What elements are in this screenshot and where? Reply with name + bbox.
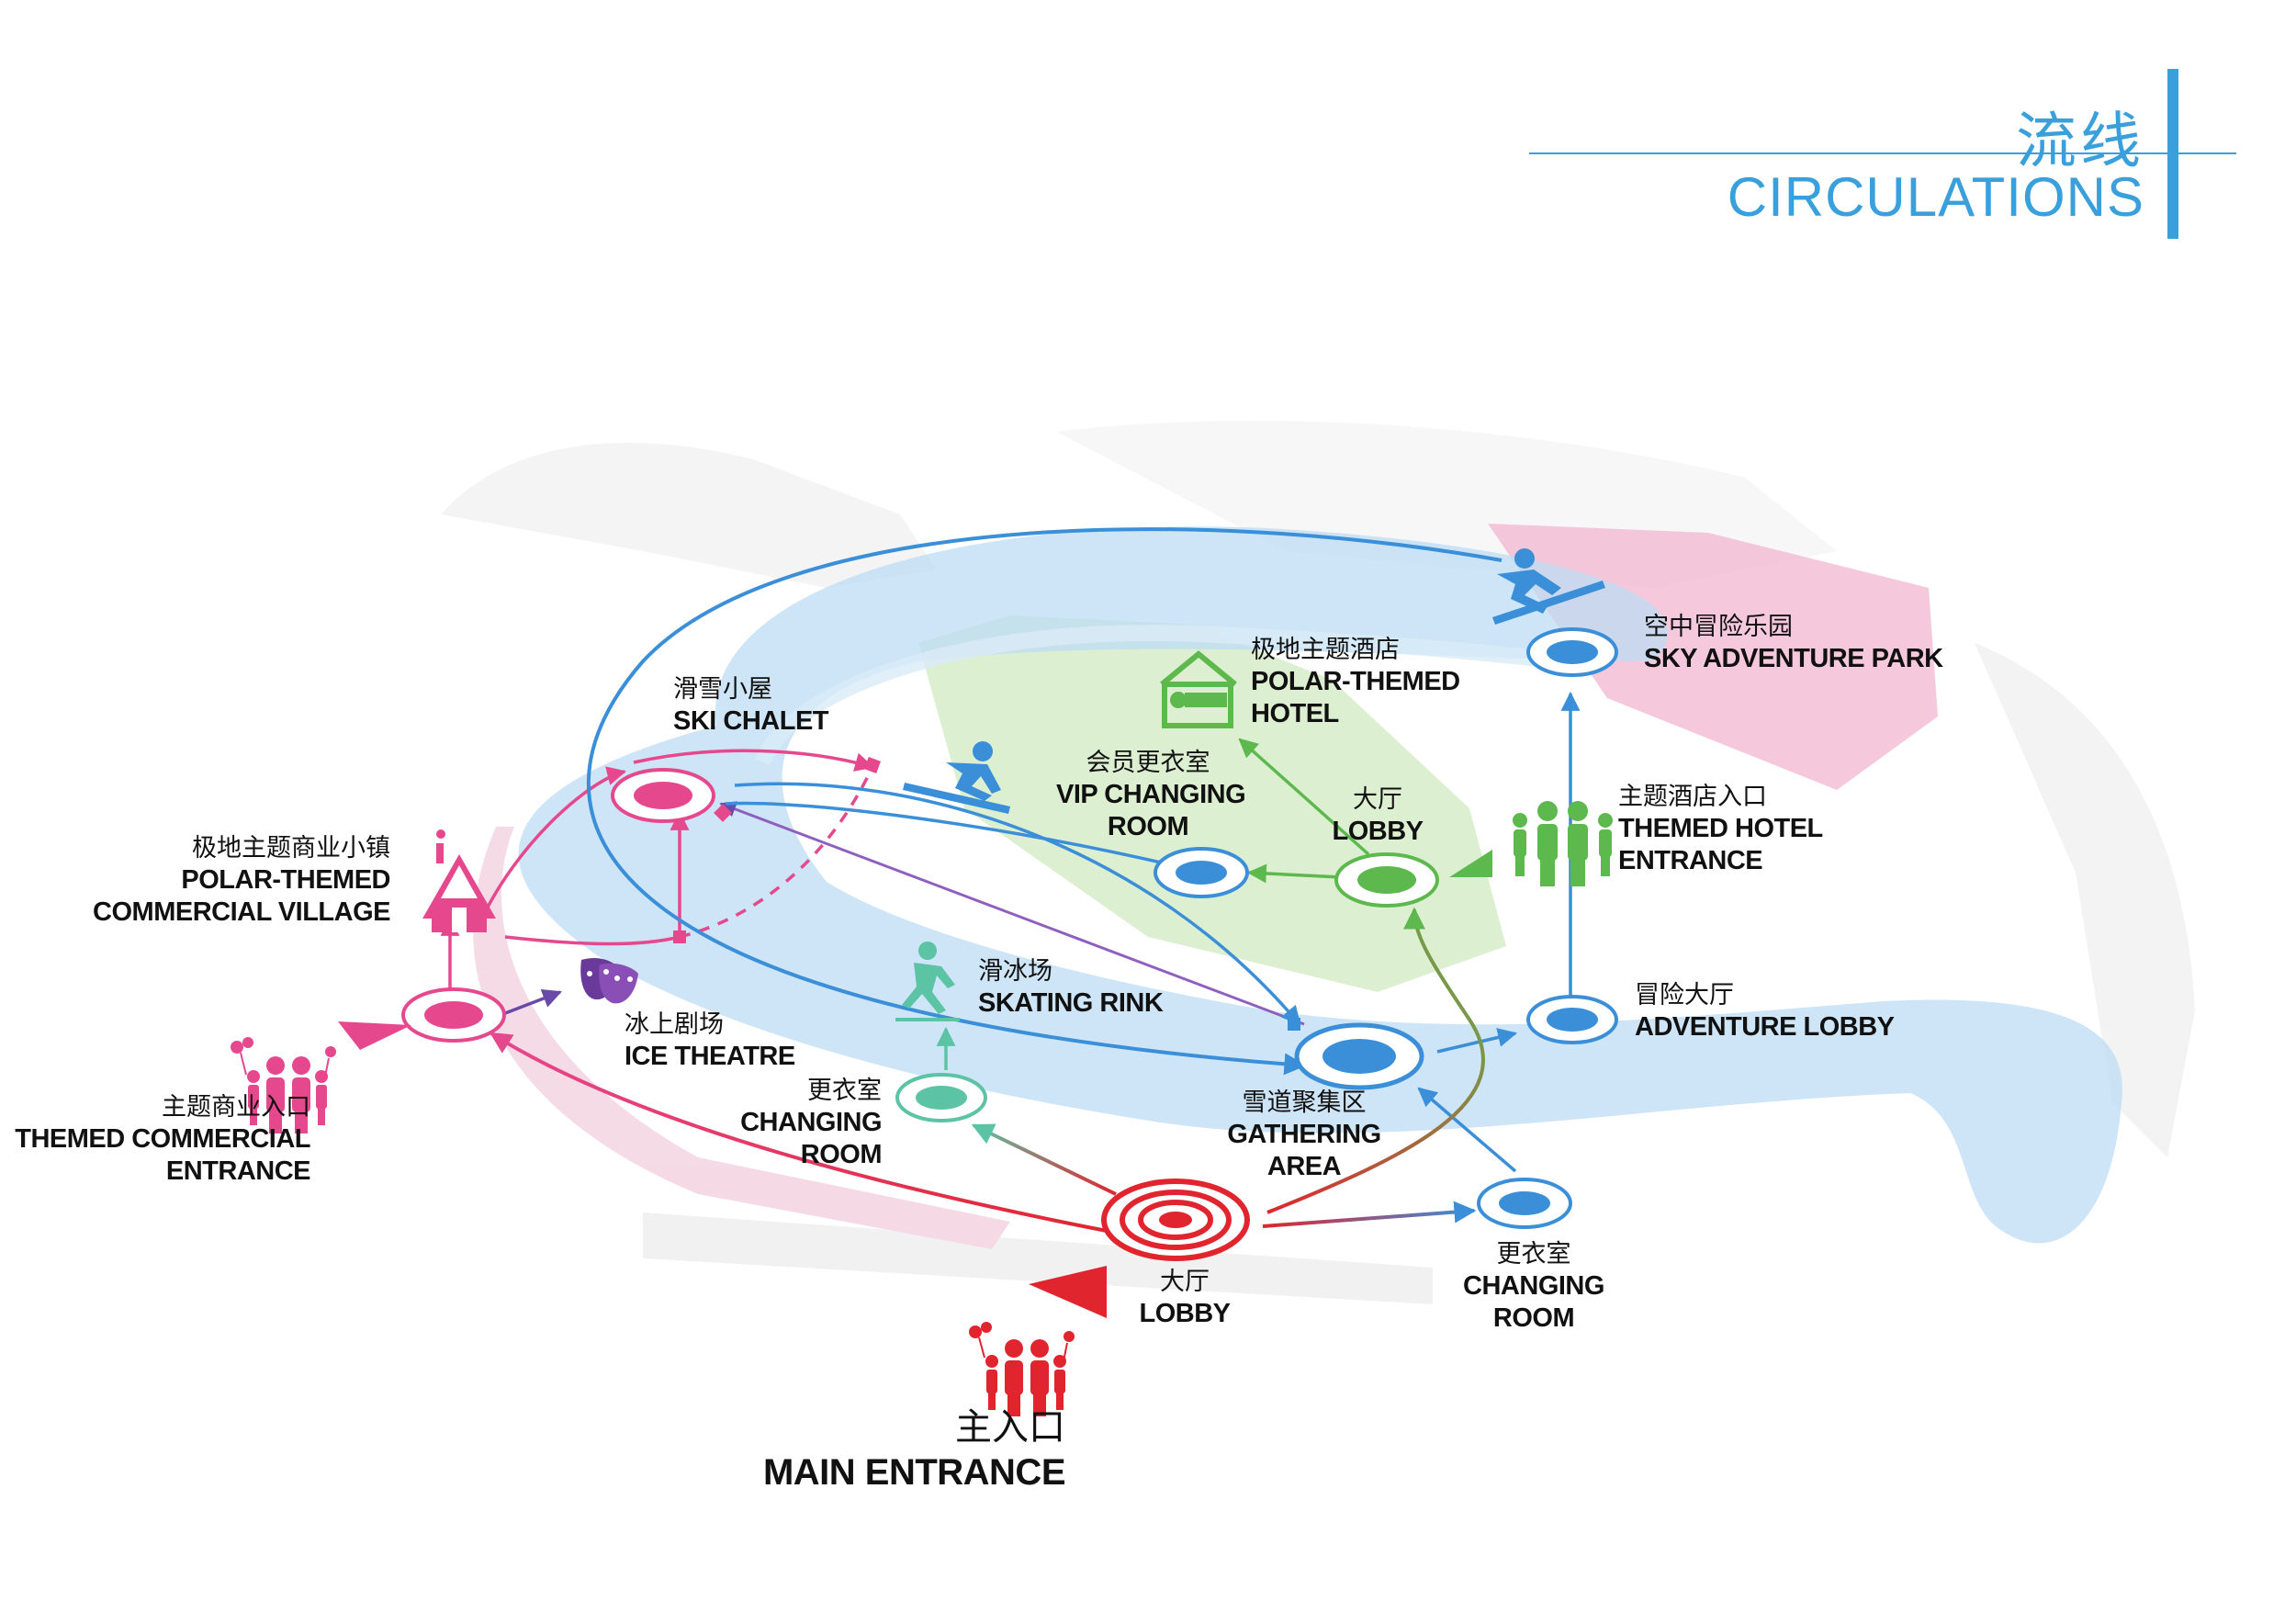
label-ice-theatre: 冰上剧场 ICE THEATRE — [625, 1010, 795, 1071]
label-gathering-area: 雪道聚集区 GATHERING AREA — [1227, 1088, 1381, 1182]
label-adventure-lobby: 冒险大厅 ADVENTURE LOBBY — [1635, 981, 1895, 1042]
flow-to-ice-theatre — [500, 988, 562, 1017]
family-icon-hotel — [1513, 801, 1613, 886]
main-entrance-triangle-icon — [1029, 1266, 1107, 1318]
flow-lobby-to-vip — [1246, 863, 1342, 884]
node-gathering — [1294, 1022, 1424, 1090]
title-divider — [1529, 152, 2236, 154]
label-changing-room-right: 更衣室 CHANGING ROOM — [1463, 1240, 1604, 1334]
flow-lobby-to-commercial — [489, 1032, 1108, 1233]
family-icon-commercial — [231, 1037, 336, 1133]
ski-track — [518, 526, 2122, 1244]
node-main-lobby — [1101, 1179, 1250, 1261]
label-themed-hotel-entrance: 主题酒店入口 THEMED HOTEL ENTRANCE — [1618, 783, 1823, 876]
node-sky-park — [1526, 627, 1618, 677]
flow-gathering-to-adventure — [1436, 1028, 1518, 1054]
junction-markers — [673, 757, 1300, 1031]
label-skating-rink: 滑冰场 SKATING RINK — [978, 957, 1164, 1018]
page-title-cn: 流线 — [2016, 106, 2144, 176]
label-sky-adventure-park: 空中冒险乐园 SKY ADVENTURE PARK — [1644, 613, 1943, 673]
commercial-entrance-triangle-icon — [338, 1021, 411, 1050]
label-vip-changing-room: 会员更衣室 VIP CHANGING ROOM — [1056, 749, 1246, 842]
flow-chalet-to-ski — [633, 749, 875, 772]
family-icon-main — [969, 1322, 1075, 1416]
flow-changing-to-gathering — [1417, 1087, 1517, 1173]
node-commercial-entrance — [401, 987, 506, 1043]
label-main-lobby: 大厅 LOBBY — [1139, 1268, 1232, 1328]
skier-icon-top — [1492, 548, 1605, 625]
house-icon — [422, 829, 496, 932]
bed-icon — [1160, 650, 1237, 728]
node-changing-right — [1477, 1178, 1572, 1229]
flow-lines — [440, 527, 1581, 1233]
theatre-masks-icon — [580, 957, 638, 1004]
flow-gathering-to-chalet — [719, 801, 1305, 1026]
label-ski-chalet: 滑雪小屋 SKI CHALET — [673, 675, 829, 736]
node-changing-left — [895, 1073, 987, 1122]
nodes — [401, 627, 1618, 1261]
title-accent-bar — [2167, 69, 2178, 239]
node-hotel-lobby — [1334, 852, 1439, 908]
label-hotel-lobby: 大厅 LOBBY — [1332, 785, 1424, 846]
flow-lobby-to-changing — [1262, 1201, 1477, 1228]
node-ski-chalet — [611, 768, 715, 823]
flow-dashed-to-ski — [679, 766, 874, 939]
label-polar-hotel: 极地主题酒店 POLAR-THEMED HOTEL — [1251, 636, 1460, 729]
flow-lobby-to-hotel — [1238, 738, 1370, 856]
flow-main-to-hotel-lobby — [1266, 907, 1485, 1214]
node-adventure-lobby — [1526, 995, 1618, 1044]
node-vip-changing — [1154, 847, 1249, 898]
page-title-en: CIRCULATIONS — [1727, 166, 2144, 228]
flow-village-to-chalet — [476, 766, 627, 929]
label-main-entrance: 主入口 MAIN ENTRANCE — [762, 1406, 1066, 1493]
label-changing-room-left: 更衣室 CHANGING ROOM — [740, 1077, 882, 1170]
skier-icon-chalet — [903, 741, 1010, 814]
hotel-entrance-triangle-icon — [1449, 850, 1492, 877]
label-themed-commercial-entrance: 主题商业入口 THEMED COMMERCIAL ENTRANCE — [15, 1093, 310, 1187]
label-commercial-village: 极地主题商业小镇 POLAR-THEMED COMMERCIAL VILLAGE — [93, 834, 390, 928]
flow-lobby-to-changing-left — [971, 1123, 1117, 1196]
flow-chalet-to-vip — [725, 801, 1187, 874]
flow-skier-to-gathering — [586, 527, 1503, 1076]
ice-skater-icon — [895, 942, 960, 1021]
